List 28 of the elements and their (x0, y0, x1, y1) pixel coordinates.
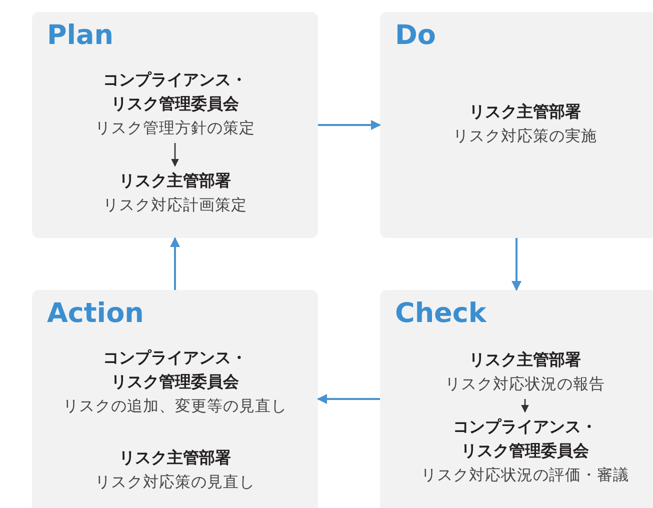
phase-heading: Action (47, 298, 144, 329)
arrow (317, 394, 380, 404)
arrow (318, 120, 381, 130)
phase-heading: Do (395, 20, 436, 51)
department-name: リスク主管部署 (118, 170, 232, 192)
task-text: リスク対応状況の報告 (445, 374, 605, 395)
task-text: リスク対応策の見直し (94, 472, 256, 493)
task-text: リスク対応状況の評価・審議 (421, 465, 629, 486)
phase-heading: Check (395, 298, 486, 329)
department-name: リスク主管部署 (118, 447, 232, 469)
arrow (521, 399, 529, 413)
department-name: コンプライアンス・リスク管理委員会 (102, 69, 248, 115)
phase-box (32, 12, 318, 238)
task-text: リスク対応計画策定 (102, 195, 248, 216)
phase-box (32, 290, 318, 508)
arrow (171, 143, 179, 167)
department-name: コンプライアンス・リスク管理委員会 (452, 416, 598, 462)
task-text: リスクの追加、変更等の見直し (63, 396, 287, 417)
department-name: リスク主管部署 (468, 101, 582, 123)
arrow (170, 237, 180, 290)
phase-heading: Plan (47, 20, 114, 51)
phase-box (380, 12, 653, 238)
task-text: リスク対応策の実施 (452, 126, 598, 147)
arrow (512, 238, 522, 291)
department-name: コンプライアンス・リスク管理委員会 (102, 347, 248, 393)
phase-box (380, 290, 653, 508)
task-text: リスク管理方針の策定 (95, 118, 255, 139)
department-name: リスク主管部署 (468, 349, 582, 371)
